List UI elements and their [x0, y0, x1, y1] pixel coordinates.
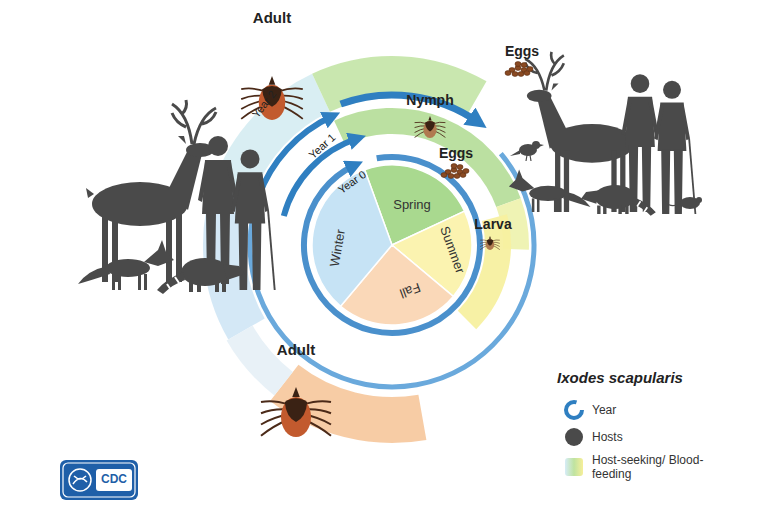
band-swatch — [565, 458, 583, 476]
year-2-arrow — [259, 116, 332, 196]
egg — [451, 164, 457, 169]
stage-label: Larva — [474, 217, 511, 232]
legend-text: Host-seeking/ Blood-feeding — [592, 453, 722, 482]
hhs-emblem-mark — [73, 476, 87, 484]
stage-label: Eggs — [505, 44, 539, 59]
egg — [454, 174, 460, 179]
deer-silhouette — [86, 100, 216, 282]
season-label: Spring — [393, 198, 431, 212]
stage-label: Adult — [253, 10, 291, 27]
egg — [527, 67, 533, 72]
legend-text: Hosts — [592, 430, 722, 444]
legend-title: Ixodes scapularis — [557, 370, 683, 387]
adult-tick — [241, 76, 303, 120]
fox-silhouette — [78, 240, 174, 290]
logo-border — [63, 463, 135, 497]
year-0-ring — [304, 157, 480, 333]
fox-silhouette — [509, 170, 591, 213]
raccoon-silhouette — [157, 258, 245, 294]
mouse-silhouette — [666, 197, 702, 209]
egg — [521, 63, 527, 68]
legend-text: Year — [592, 403, 722, 417]
egg — [505, 71, 511, 76]
egg — [457, 165, 463, 170]
logo-text: CDC — [101, 473, 127, 486]
egg — [515, 62, 521, 67]
bird-silhouette — [510, 141, 544, 161]
person-silhouette — [654, 81, 695, 214]
cdc-badge — [96, 469, 132, 491]
legend-swatch — [565, 428, 583, 446]
hhs-emblem — [69, 469, 91, 491]
egg — [463, 169, 469, 174]
stage-label: Nymph — [406, 93, 453, 108]
egg — [512, 72, 518, 77]
egg — [448, 174, 454, 179]
adult-tick — [261, 387, 331, 437]
stage-label: Adult — [277, 342, 315, 359]
logo-box — [60, 460, 138, 500]
egg — [441, 173, 447, 178]
raccoon-silhouette — [581, 185, 656, 216]
adult-band — [240, 333, 284, 384]
nymph-tick — [415, 116, 446, 138]
egg — [518, 72, 524, 77]
stage-label: Eggs — [439, 146, 473, 161]
larva-tick — [480, 236, 500, 250]
year-swatch — [566, 402, 582, 418]
